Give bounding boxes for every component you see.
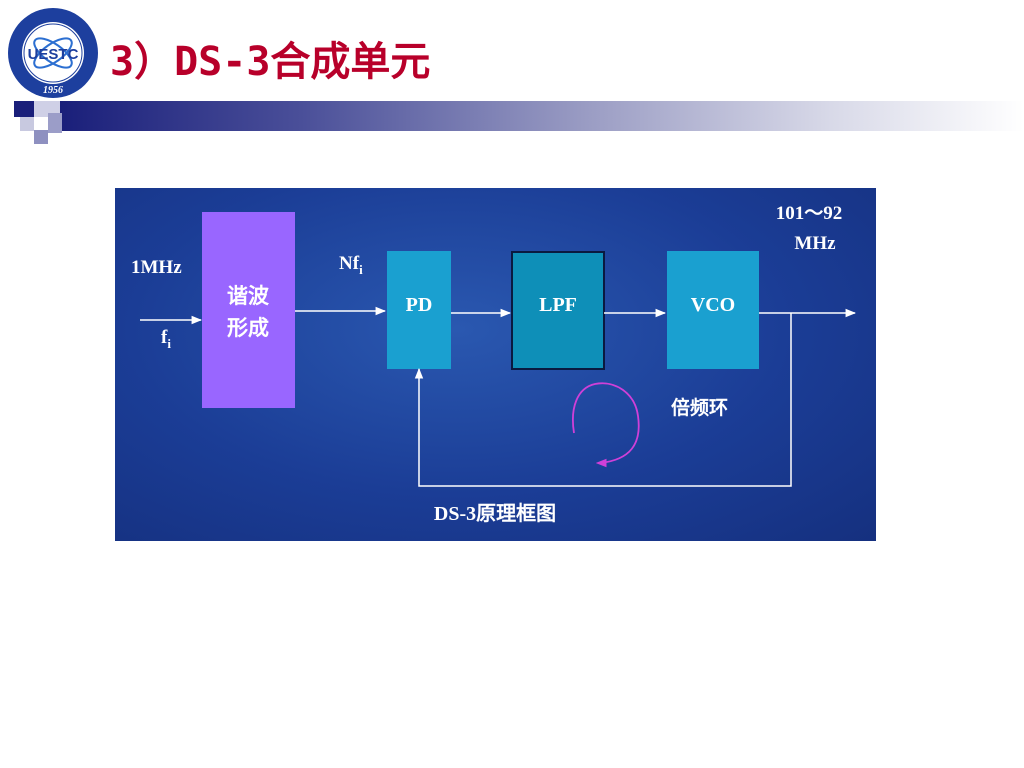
decor-square: [20, 117, 34, 131]
decor-square: [34, 130, 48, 144]
loop-label: 倍频环: [671, 396, 728, 419]
decor-square: [48, 113, 62, 133]
diagram-canvas: 1MHz fi 谐波 形成 Nfi PD LPF VCO 101～92 MHz …: [131, 203, 857, 525]
harmonic-forming-block: [202, 212, 295, 408]
input-frequency-label: 1MHz: [131, 257, 182, 278]
title-gradient-bar: [60, 101, 1024, 131]
diagram-caption: DS-3原理框图: [434, 501, 556, 525]
ds3-block-diagram: 1MHz fi 谐波 形成 Nfi PD LPF VCO 101～92 MHz …: [115, 188, 876, 541]
pd-block-label: PD: [406, 294, 433, 316]
vco-block-label: VCO: [691, 294, 735, 316]
pd-input-label: Nfi: [339, 253, 363, 277]
output-frequency-label-line2: MHz: [794, 233, 836, 254]
harmonic-block-label-line1: 谐波: [227, 284, 270, 308]
vco-block: [667, 251, 759, 369]
feedback-loop-line: [414, 313, 792, 487]
input-signal-label: fi: [161, 327, 171, 351]
slide-title: 3）DS-3合成单元: [110, 39, 431, 85]
logo-text: UESTC: [28, 46, 79, 63]
university-logo-icon: UESTC 1956: [8, 8, 98, 98]
output-frequency-label-line1: 101～92: [776, 203, 843, 224]
harmonic-block-label-line2: 形成: [227, 316, 269, 340]
annotation-curl-arrow: [572, 382, 640, 468]
logo-year: 1956: [43, 85, 63, 96]
pd-block: [387, 251, 451, 369]
decor-square: [14, 101, 34, 117]
lpf-block-label: LPF: [539, 294, 577, 316]
lpf-block: [511, 251, 605, 370]
